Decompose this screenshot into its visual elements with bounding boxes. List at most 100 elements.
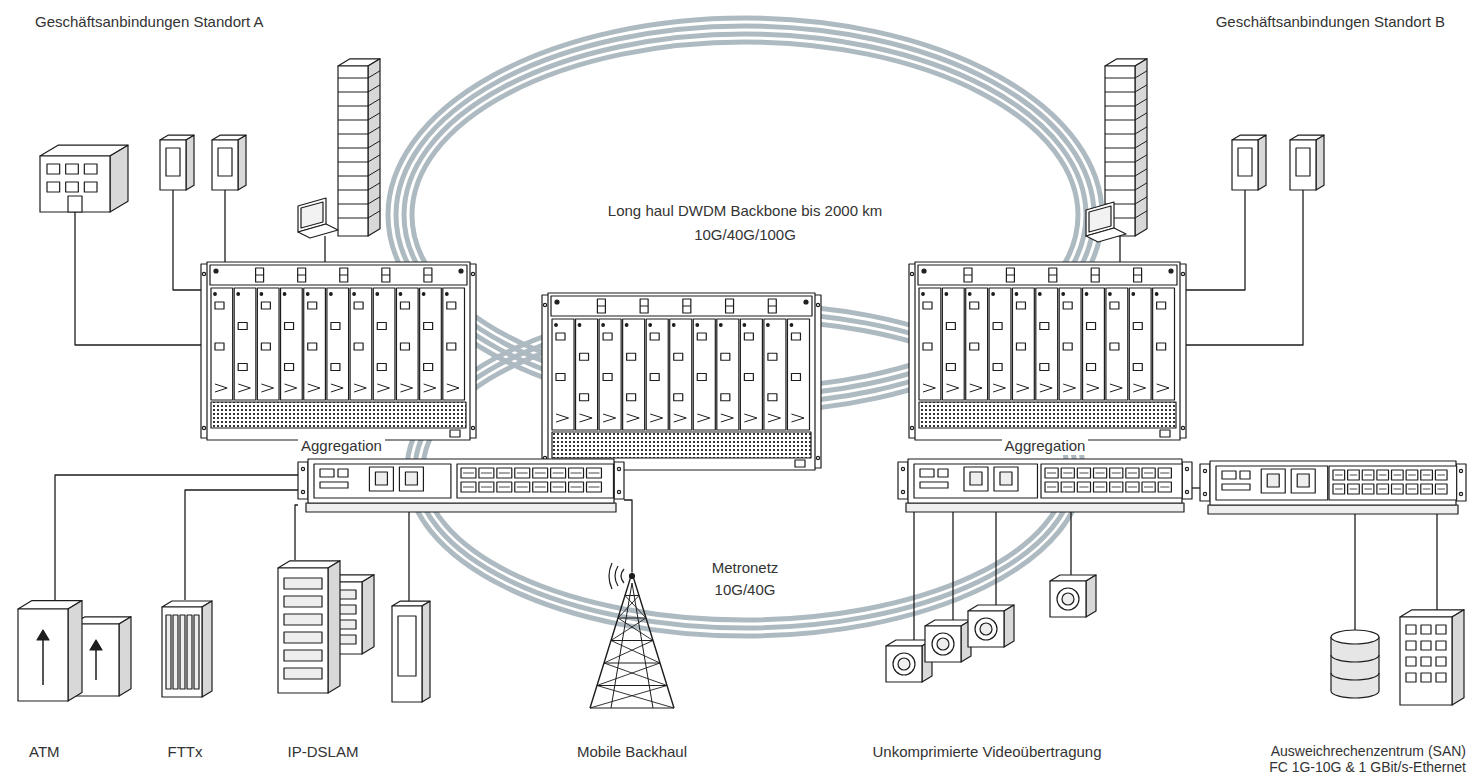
dwdm-chassis — [790, 324, 793, 327]
device-icon — [1142, 468, 1155, 478]
connection-line — [295, 505, 298, 560]
dwdm-chassis — [331, 384, 343, 392]
device-icon — [618, 596, 639, 619]
dwdm-chassis — [945, 293, 948, 296]
network-device — [392, 601, 430, 702]
device-icon — [1406, 625, 1416, 634]
dwdm-chassis — [202, 272, 205, 275]
site-devices — [40, 156, 110, 212]
dwdm-chassis — [283, 293, 286, 296]
connection-line — [55, 475, 298, 600]
dwdm-chassis — [674, 414, 687, 422]
dwdm-chassis — [578, 324, 581, 327]
dwdm-chassis — [552, 319, 574, 430]
dwdm-chassis — [576, 319, 598, 430]
device-icon — [314, 464, 451, 498]
dwdm-chassis — [447, 343, 456, 350]
dwdm-chassis — [551, 296, 812, 316]
dwdm-chassis — [285, 323, 294, 330]
network-label: Metronetz 10G/40G — [700, 557, 790, 601]
fiber-ring — [388, 18, 1102, 636]
site-devices — [1089, 206, 1111, 232]
device-icon — [338, 469, 348, 477]
switch — [1362, 470, 1374, 480]
switch — [1267, 474, 1279, 487]
dwdm-chassis — [555, 300, 559, 304]
device-icon — [1331, 655, 1379, 662]
dwdm-chassis — [330, 293, 333, 296]
dwdm-chassis — [1133, 364, 1142, 371]
dwdm-chassis — [424, 268, 432, 282]
dwdm-chassis — [721, 394, 730, 401]
dwdm-chassis — [1006, 268, 1014, 282]
device-icon — [551, 482, 566, 492]
device-icon — [463, 473, 474, 474]
device-icon — [975, 618, 997, 640]
aggregation-switch: Aggregation — [898, 437, 1192, 512]
dwdm-chassis — [542, 295, 821, 468]
device-icon — [328, 561, 340, 693]
dwdm-chassis — [768, 353, 777, 360]
switch — [1200, 464, 1210, 501]
device-icon — [1406, 657, 1416, 666]
cable — [952, 508, 953, 620]
device-icon — [1436, 641, 1446, 650]
device-icon — [1063, 487, 1072, 488]
site-devices — [338, 71, 380, 78]
dwdm-chassis — [331, 323, 340, 330]
cable — [1436, 508, 1437, 610]
device-icon — [497, 482, 512, 492]
dwdm-chassis — [556, 414, 569, 422]
dwdm-chassis — [308, 343, 317, 350]
dwdm-chassis — [1049, 275, 1057, 276]
dwdm-chassis — [918, 265, 1177, 285]
dwdm-chassis — [919, 402, 1176, 428]
site-devices — [84, 164, 97, 174]
device-icon — [399, 467, 423, 491]
switch — [1377, 470, 1389, 480]
cable — [173, 190, 201, 290]
switch — [1335, 475, 1343, 476]
device-icon — [284, 650, 322, 661]
site-devices — [1290, 140, 1316, 190]
dwdm-chassis — [744, 333, 753, 340]
dwdm-chassis — [1157, 384, 1169, 392]
site-devices — [1105, 155, 1147, 162]
device-icon — [1126, 468, 1139, 478]
device-icon — [284, 596, 322, 607]
switch — [1348, 470, 1360, 480]
dwdm-chassis — [603, 333, 612, 340]
node-label: FTTx — [168, 743, 203, 761]
network-device — [392, 606, 422, 702]
cable — [995, 508, 996, 605]
dwdm-chassis — [471, 272, 474, 275]
dwdm-chassis — [447, 384, 459, 392]
dwdm-chassis — [603, 414, 616, 422]
switch — [1421, 484, 1433, 494]
dwdm-chassis — [726, 306, 734, 307]
aggregation-switch: Aggregation — [298, 437, 624, 512]
dwdm-chassis — [966, 288, 988, 400]
site-devices — [1105, 71, 1147, 78]
dwdm-chassis — [993, 364, 1002, 371]
device-icon — [587, 468, 602, 478]
device-icon — [194, 615, 199, 689]
dwdm-chassis — [543, 303, 546, 306]
device-icon — [162, 607, 202, 697]
dwdm-chassis — [1087, 384, 1099, 392]
switch — [1364, 489, 1372, 490]
device-icon — [1160, 487, 1169, 488]
dwdm-chassis — [968, 293, 971, 296]
device-icon — [590, 573, 674, 708]
switch — [1203, 469, 1206, 472]
dwdm-chassis — [910, 426, 913, 429]
dwdm-chassis — [1109, 293, 1112, 296]
device-icon — [553, 487, 564, 488]
device-icon — [551, 468, 566, 478]
access-device: ATM — [15, 600, 130, 761]
device-icon — [569, 482, 584, 492]
site-devices — [66, 164, 79, 174]
dwdm-chassis — [1063, 302, 1072, 309]
device-icon — [618, 618, 646, 619]
dwdm-chassis — [281, 288, 303, 400]
